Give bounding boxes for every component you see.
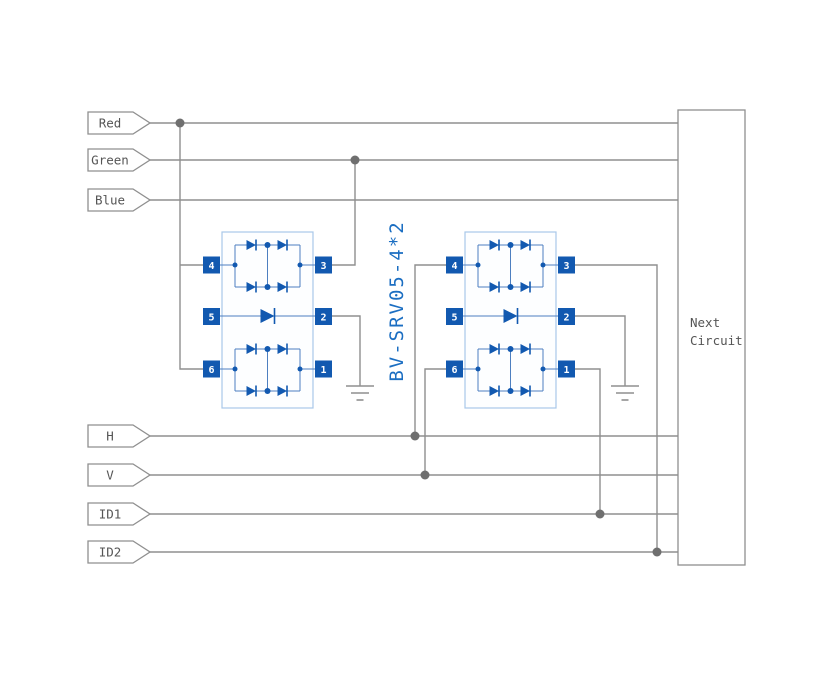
- signal-wires: [150, 122, 678, 553]
- pin-pad: [203, 360, 220, 378]
- junction-dot-id2: [652, 547, 662, 557]
- wire-id1-branch: [575, 368, 601, 514]
- wire-gnd-ic2: [575, 315, 626, 386]
- ic-1: 4 5 6 3 2 1: [203, 231, 332, 409]
- junction-dot-v: [420, 470, 430, 480]
- signal-tag-label: ID1: [99, 506, 122, 521]
- junction-dot-green: [350, 155, 360, 165]
- ic2-pin-3: 3: [558, 256, 575, 274]
- signal-tag-h: H: [87, 424, 152, 448]
- signal-tag-shape: [87, 111, 152, 135]
- signal-tag-green: Green: [87, 148, 152, 172]
- ic2-pin-5: 5: [446, 308, 463, 325]
- signal-tag-shape: [87, 424, 152, 448]
- signal-tag-shape: [87, 502, 152, 526]
- ic2-pin-4: 4: [446, 256, 463, 274]
- junction-dots: [175, 118, 662, 557]
- pin-pad: [315, 360, 332, 378]
- pin-pad: [558, 256, 575, 274]
- pin-number: 3: [563, 261, 569, 272]
- signal-tag-id2: ID2: [87, 540, 152, 564]
- signal-tag-shape: [87, 148, 152, 172]
- ic2-pin-6: 6: [446, 360, 463, 378]
- signal-tag-shape: [87, 463, 152, 487]
- next-circuit-box: Next Circuit: [677, 109, 746, 566]
- ic-2: 4 5 6 3 2 1: [446, 231, 575, 409]
- signal-tag-red: Red: [87, 111, 152, 135]
- pin-pad: [203, 256, 220, 274]
- wire-red-branch: [179, 123, 203, 370]
- pin-number: 1: [563, 365, 569, 376]
- pin-number: 5: [208, 312, 214, 323]
- ic1-pin-1: 1: [315, 360, 332, 378]
- pin-pad: [558, 360, 575, 378]
- pin-number: 6: [208, 365, 214, 376]
- pin-pad: [446, 308, 463, 325]
- signal-tag-label: H: [106, 428, 114, 443]
- ground-symbol-1: [346, 385, 374, 401]
- junction-dot-red: [175, 118, 185, 128]
- signal-tag-label: Green: [91, 152, 129, 167]
- ic2-pin-2: 2: [558, 308, 575, 325]
- ic1-pin-4: 4: [203, 256, 220, 274]
- ic1-pin-2: 2: [315, 308, 332, 325]
- pin-number: 3: [320, 261, 326, 272]
- next-circuit-label-line2: Circuit: [690, 333, 743, 348]
- pin-pad: [446, 256, 463, 274]
- junction-dot-id1: [595, 509, 605, 519]
- signal-tag-v: V: [87, 463, 152, 487]
- wire-id2-branch: [575, 264, 658, 552]
- ic1-pin-3: 3: [315, 256, 332, 274]
- signal-tag-id1: ID1: [87, 502, 152, 526]
- pin-pad: [315, 308, 332, 325]
- wire-green-branch: [332, 160, 356, 266]
- pin-number: 1: [320, 365, 326, 376]
- wire-v-branch: [424, 368, 446, 475]
- ground-symbol-2: [611, 385, 639, 401]
- pin-number: 6: [451, 365, 457, 376]
- signal-tag-label: Blue: [95, 192, 125, 207]
- signal-tag-shape: [87, 540, 152, 564]
- pin-number: 5: [451, 312, 457, 323]
- signal-tag-label: ID2: [99, 544, 122, 559]
- signal-tag-blue: Blue: [87, 188, 152, 212]
- wire-h-branch: [414, 264, 446, 436]
- pin-pad: [446, 360, 463, 378]
- signal-tag-shape: [87, 188, 152, 212]
- ic1-pin-5: 5: [203, 308, 220, 325]
- pin-pad: [203, 308, 220, 325]
- part-number-label: BV-SRV05-4*2: [386, 220, 408, 381]
- signal-tag-label: V: [106, 467, 114, 482]
- next-circuit-rect: [677, 109, 746, 566]
- wire-gnd-ic1: [332, 315, 361, 386]
- pin-pad: [315, 256, 332, 274]
- pin-number: 2: [320, 312, 326, 323]
- ic1-pin-6: 6: [203, 360, 220, 378]
- pin-number: 2: [563, 312, 569, 323]
- ic2-pin-1: 1: [558, 360, 575, 378]
- pin-number: 4: [208, 261, 214, 272]
- signal-tag-label: Red: [99, 115, 122, 130]
- branch-wires: [179, 123, 658, 552]
- junction-dot-h: [410, 431, 420, 441]
- next-circuit-label-line1: Next: [690, 315, 720, 330]
- pin-pad: [558, 308, 575, 325]
- pin-number: 4: [451, 261, 457, 272]
